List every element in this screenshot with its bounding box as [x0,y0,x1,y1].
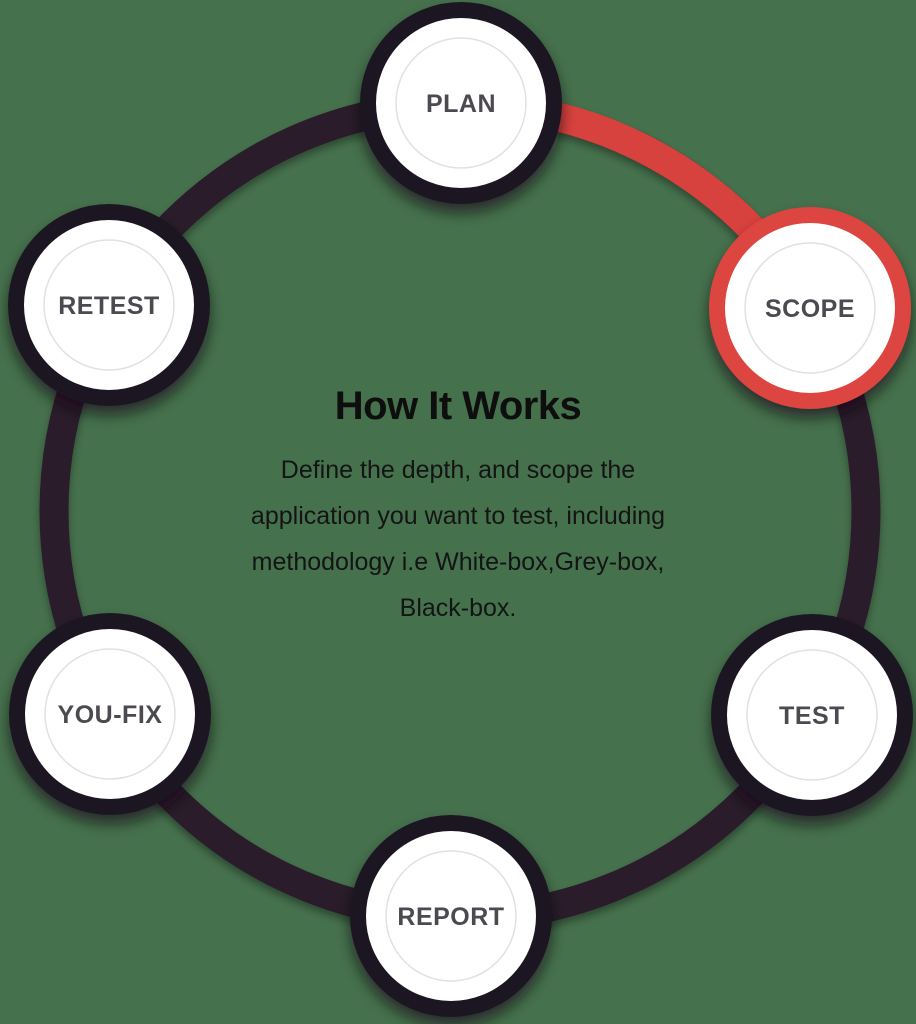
description-line: application you want to test, including [250,502,666,530]
node-ring-test [711,614,913,816]
step-label-you-fix: YOU-FIX [58,701,163,729]
step-node-scope[interactable]: SCOPE [709,207,911,409]
node-inner-circle [744,242,876,374]
description-line: methodology i.e White-box,Grey-box, [251,548,665,576]
node-inner-circle [395,37,527,169]
description-line: Black-box. [399,594,517,622]
step-label-scope: SCOPE [765,295,855,323]
node-ring-scope [709,207,911,409]
node-inner-circle [385,850,517,982]
step-node-retest[interactable]: RETEST [8,204,210,406]
node-inner-circle [43,239,175,371]
description-line: Define the depth, and scope the [280,456,636,484]
node-ring-retest [8,204,210,406]
step-node-you-fix[interactable]: YOU-FIX [9,613,211,815]
step-label-retest: RETEST [58,292,160,320]
step-label-plan: PLAN [426,90,496,118]
step-node-plan[interactable]: PLAN [360,2,562,204]
step-label-report: REPORT [397,903,504,931]
diagram-title: How It Works [334,384,582,428]
step-node-report[interactable]: REPORT [350,815,552,1017]
step-node-test[interactable]: TEST [711,614,913,816]
node-ring-report [350,815,552,1017]
diagram-description: Define the depth, and scope the applicat… [128,447,788,631]
node-ring-plan [360,2,562,204]
node-inner-circle [746,649,878,781]
node-inner-circle [44,648,176,780]
center-text-block: How It Works Define the depth, and scope… [128,384,788,631]
step-label-test: TEST [779,702,845,730]
node-ring-you-fix [9,613,211,815]
